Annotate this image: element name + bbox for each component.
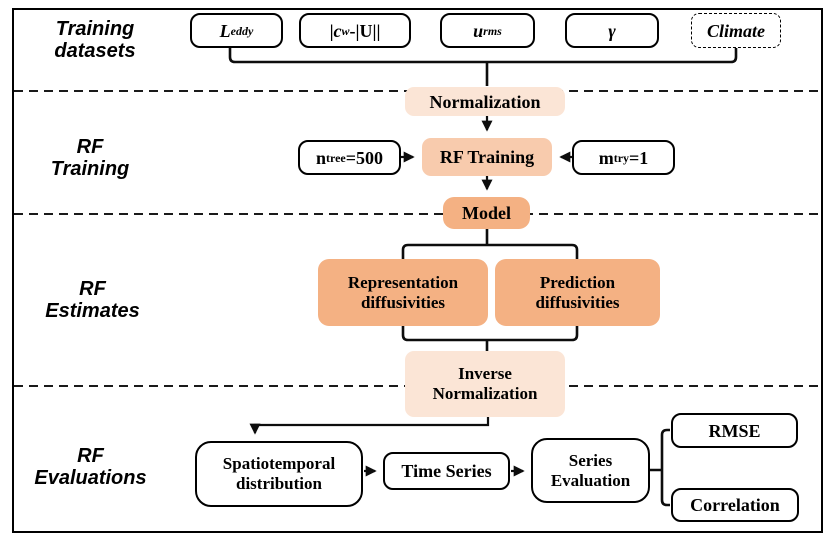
time-series-box: Time Series <box>383 452 510 490</box>
series-evaluation-split-bracket <box>650 428 670 507</box>
normalization-box: Normalization <box>405 87 565 116</box>
dataset-box-gamma: γ <box>565 13 659 48</box>
row-label-training-datasets: Training datasets <box>54 18 136 62</box>
series-evaluation-box: Series Evaluation <box>531 438 650 503</box>
rmse-box: RMSE <box>671 413 798 448</box>
model-split-bracket <box>401 229 579 259</box>
correlation-box: Correlation <box>671 488 799 522</box>
prediction-diffusivities-box: Prediction diffusivities <box>495 259 660 326</box>
spatiotemporal-distribution-box: Spatiotemporal distribution <box>195 441 363 507</box>
row-label-rf-estimates: RF Estimates <box>45 278 140 322</box>
representation-diffusivities-box: Representation diffusivities <box>318 259 488 326</box>
dataset-box-climate: Climate <box>691 13 781 48</box>
outer-border <box>12 8 823 533</box>
datasets-gather-bracket <box>228 48 738 86</box>
row-label-rf-training: RF Training <box>50 136 130 180</box>
model-box: Model <box>443 197 530 229</box>
row-label-rf-evaluations: RF Evaluations <box>34 445 147 489</box>
arrow-inverse-norm-to-spatiotemporal <box>249 417 490 435</box>
diffusivities-merge-bracket <box>401 326 579 351</box>
inverse-normalization-box: Inverse Normalization <box>405 351 565 417</box>
rf-training-box: RF Training <box>422 138 552 176</box>
